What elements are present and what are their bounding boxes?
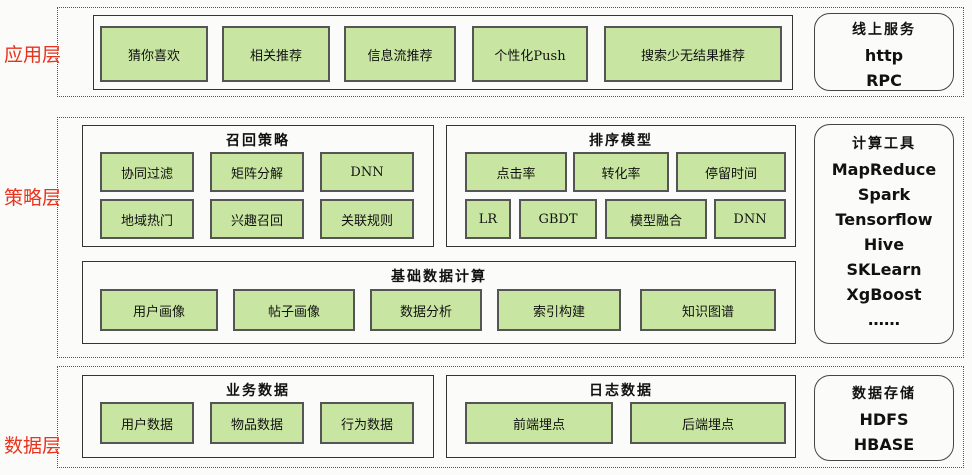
- ranking-model-title: 排序模型: [589, 133, 653, 149]
- log-data-title: 日志数据: [589, 383, 653, 399]
- ranking-cvr: 转化率: [573, 152, 669, 192]
- ranking-dwell-time: 停留时间: [676, 152, 786, 192]
- recall-dnn: DNN: [320, 152, 414, 192]
- tool-xgboost: XgBoost: [846, 285, 922, 304]
- app-box-personalized-push: 个性化Push: [472, 26, 588, 82]
- recall-association-rules: 关联规则: [320, 199, 414, 239]
- data-storage-title: 数据存储: [852, 386, 916, 402]
- compute-tools-box: 计算工具 MapReduce Spark Tensorflow Hive SKL…: [814, 124, 954, 344]
- app-box-related-recommend: 相关推荐: [222, 26, 330, 82]
- business-behavior-data: 行为数据: [320, 402, 414, 444]
- storage-hdfs: HDFS: [859, 410, 909, 429]
- tool-spark: Spark: [857, 185, 911, 204]
- compute-data-analysis: 数据分析: [370, 289, 482, 331]
- tool-ellipsis: ……: [868, 310, 900, 329]
- recall-matrix-factorization: 矩阵分解: [210, 152, 304, 192]
- tool-hive: Hive: [863, 235, 905, 254]
- recall-regional-hot: 地域热门: [100, 199, 194, 239]
- business-user-data: 用户数据: [100, 402, 194, 444]
- business-data-title: 业务数据: [226, 383, 290, 399]
- log-frontend-tracking: 前端埋点: [465, 402, 613, 444]
- application-layer-label: 应用层: [4, 44, 62, 66]
- recall-collaborative-filtering: 协同过滤: [100, 152, 194, 192]
- ranking-gbdt: GBDT: [519, 199, 597, 239]
- compute-index-build: 索引构建: [497, 289, 621, 331]
- business-item-data: 物品数据: [210, 402, 304, 444]
- tool-sklearn: SKLearn: [846, 260, 922, 279]
- tool-mapreduce: MapReduce: [831, 160, 937, 179]
- strategy-layer-label: 策略层: [4, 187, 62, 209]
- app-box-search-few-results: 搜索少无结果推荐: [604, 26, 782, 82]
- data-storage-box: 数据存储 HDFS HBASE: [814, 375, 954, 461]
- strategy-layer-frame: [57, 117, 964, 358]
- ranking-lr: LR: [465, 199, 511, 239]
- online-service-rpc: RPC: [866, 71, 902, 90]
- compute-post-profile: 帖子画像: [233, 289, 355, 331]
- basic-compute-title: 基础数据计算: [391, 269, 487, 285]
- recall-strategy-title: 召回策略: [226, 133, 290, 149]
- application-layer-frame: [57, 7, 964, 97]
- online-service-box: 线上服务 http RPC: [814, 13, 954, 91]
- compute-user-profile: 用户画像: [100, 289, 218, 331]
- data-layer-label: 数据层: [4, 435, 62, 457]
- tool-tensorflow: Tensorflow: [835, 210, 933, 229]
- online-service-title: 线上服务: [852, 22, 916, 38]
- app-box-guess-you-like: 猜你喜欢: [100, 26, 208, 82]
- storage-hbase: HBASE: [853, 435, 915, 454]
- recall-interest: 兴趣召回: [210, 199, 304, 239]
- log-backend-tracking: 后端埋点: [630, 402, 786, 444]
- compute-knowledge-graph: 知识图谱: [640, 289, 776, 331]
- app-box-feed-recommend: 信息流推荐: [344, 26, 456, 82]
- data-layer-frame: [57, 366, 964, 468]
- ranking-model-fusion: 模型融合: [605, 199, 707, 239]
- ranking-ctr: 点击率: [465, 152, 567, 192]
- compute-tools-title: 计算工具: [852, 136, 916, 152]
- ranking-dnn: DNN: [714, 199, 786, 239]
- online-service-http: http: [864, 46, 904, 65]
